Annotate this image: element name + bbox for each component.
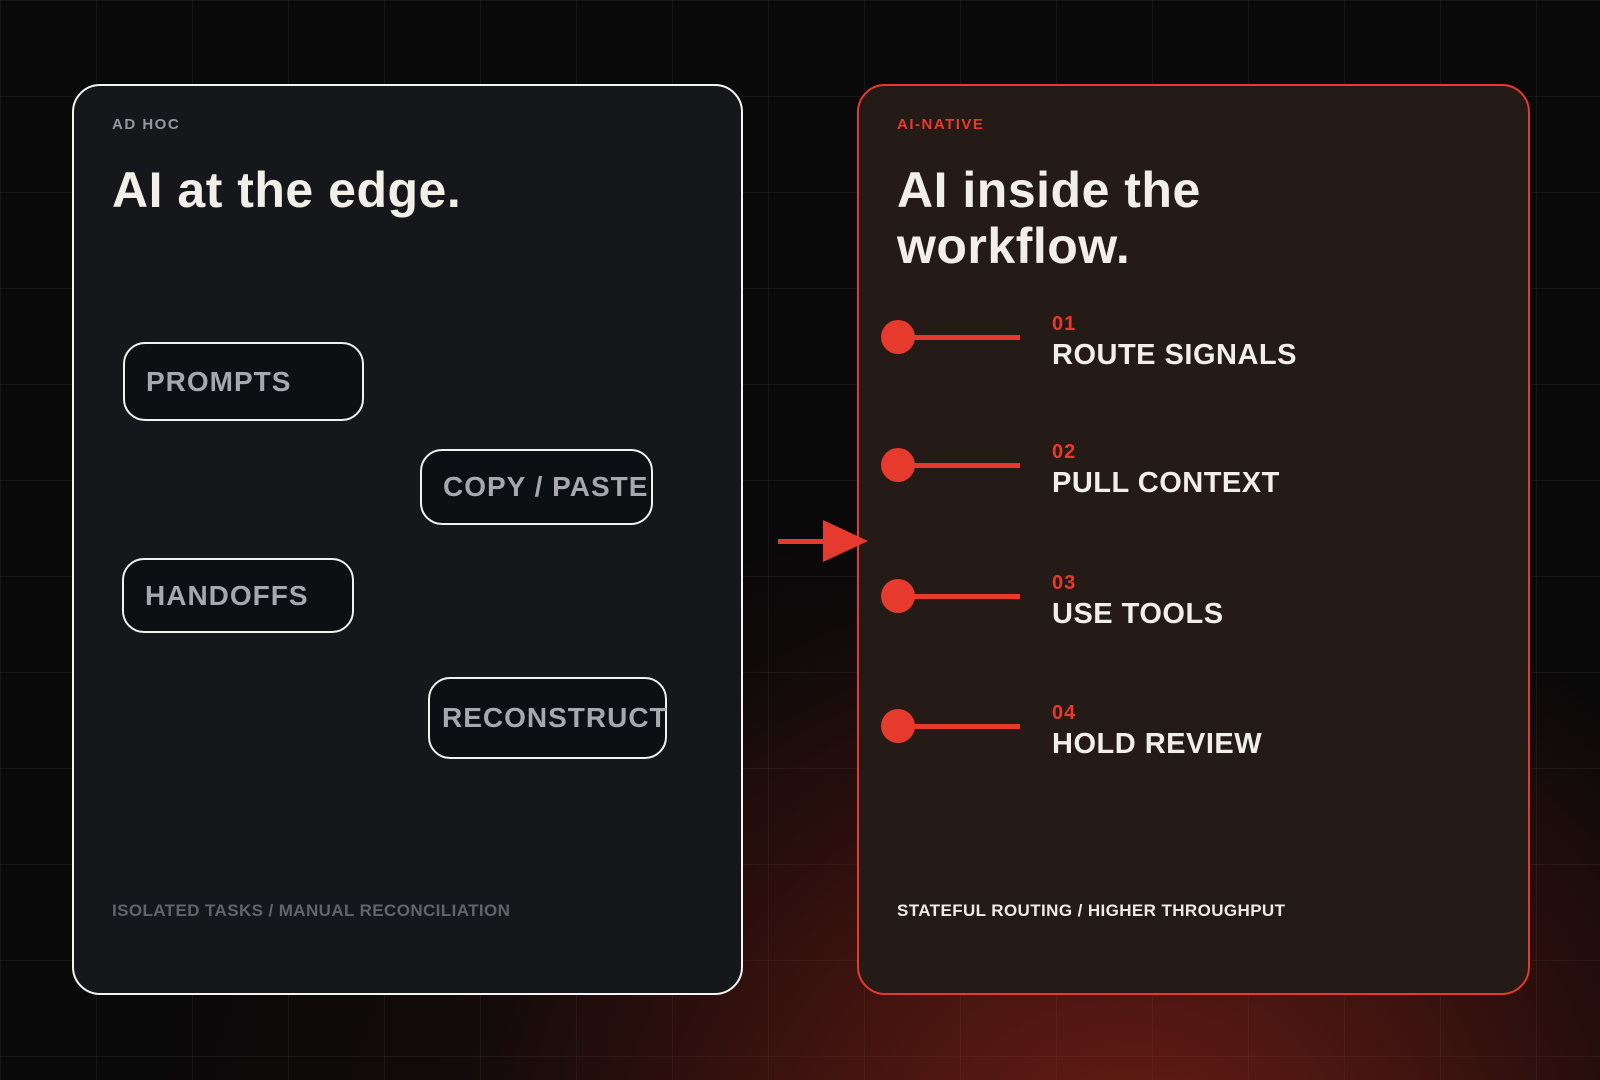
step-text: 01 ROUTE SIGNALS [1052,312,1297,372]
ad-hoc-footer: ISOLATED TASKS / MANUAL RECONCILIATION [112,901,511,920]
step-label: USE TOOLS [1052,598,1224,630]
step-item-01: 01 ROUTE SIGNALS [859,313,1528,380]
step-item-03: 03 USE TOOLS [859,572,1528,639]
step-bullet-dot-icon [881,709,915,743]
ai-native-tag: AI-NATIVE [897,116,985,133]
ai-native-panel: AI-NATIVE AI inside the workflow. 01 ROU… [857,84,1530,995]
step-connector-line [889,463,1020,468]
ad-hoc-tag: AD HOC [112,116,181,133]
step-number: 01 [1052,313,1077,335]
step-bullet-dot-icon [881,448,915,482]
chip-reconstruct: RECONSTRUCT [428,677,667,759]
step-number: 04 [1052,702,1077,724]
step-connector-line [889,594,1020,599]
step-number: 03 [1052,572,1077,594]
step-bullet-dot-icon [881,579,915,613]
step-item-04: 04 HOLD REVIEW [859,702,1528,769]
chip-prompts-label: PROMPTS [146,365,292,397]
flow-arrow-icon [762,520,868,562]
step-item-02: 02 PULL CONTEXT [859,441,1528,508]
step-label: PULL CONTEXT [1052,467,1280,499]
chip-prompts: PROMPTS [123,342,364,421]
chip-copy-paste-label: COPY / PASTE [443,471,649,502]
ai-native-title: AI inside the workflow. [897,162,1201,274]
step-text: 03 USE TOOLS [1052,571,1224,631]
arrow-head [823,520,868,562]
step-label: HOLD REVIEW [1052,728,1263,760]
chip-handoffs-label: HANDOFFS [145,579,309,611]
step-connector-line [889,724,1020,729]
step-text: 04 HOLD REVIEW [1052,701,1262,761]
step-bullet-dot-icon [881,320,915,354]
ad-hoc-title: AI at the edge. [112,162,462,218]
chip-copy-paste: COPY / PASTE [420,449,653,525]
chip-handoffs: HANDOFFS [122,558,354,633]
step-label: ROUTE SIGNALS [1052,339,1297,371]
step-connector-line [889,335,1020,340]
step-text: 02 PULL CONTEXT [1052,440,1280,500]
step-number: 02 [1052,441,1077,463]
ai-native-footer: STATEFUL ROUTING / HIGHER THROUGHPUT [897,901,1286,920]
arrow-line [778,539,828,544]
ad-hoc-panel: AD HOC AI at the edge. PROMPTS COPY / PA… [72,84,743,995]
chip-reconstruct-label: RECONSTRUCT [442,702,668,733]
